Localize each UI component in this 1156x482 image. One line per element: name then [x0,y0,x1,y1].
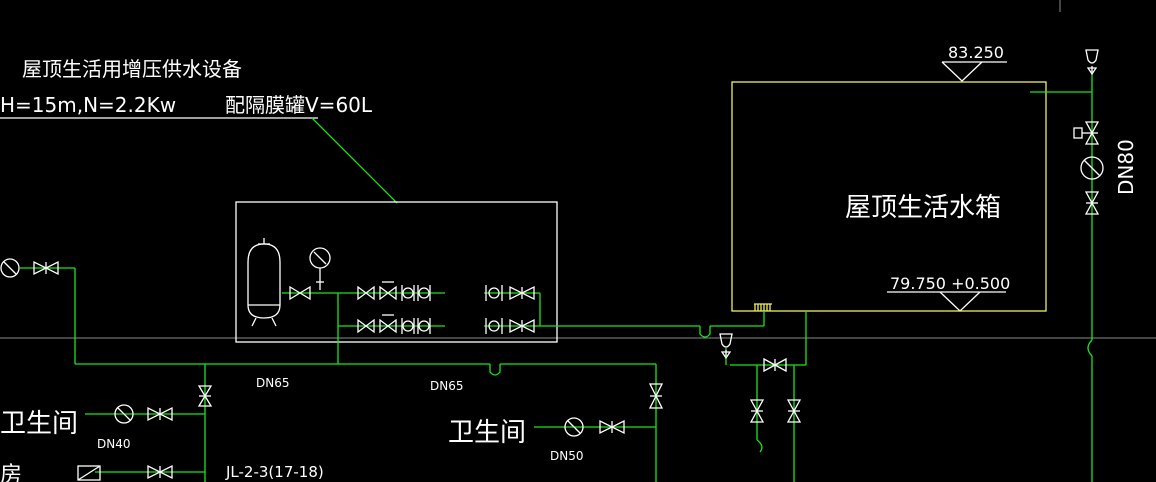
elevation-bottom: 79.750 +0.500 [890,274,1010,293]
gate-valve-icon [357,285,375,301]
elevation-marker-top [941,61,1007,82]
gate-valve-icon [749,399,765,423]
gate-valve-icon [197,385,213,407]
equipment-piping [282,292,541,327]
gate-valve-icon [786,399,802,423]
pipe-end-icon [756,439,763,453]
check-valve-icon [77,465,101,481]
booster-equipment-box [235,201,558,343]
toilet-label-mid: 卫生间 [448,418,526,448]
air-vent-icon [1085,49,1099,76]
main-piping [20,70,1093,482]
water-meter-icon [114,404,134,424]
check-valve-icon [379,314,397,334]
gate-valve-icon [763,357,787,373]
elevation-top: 83.250 [948,43,1004,62]
gate-valve-icon [509,285,535,301]
pump-flange-icon [401,318,415,334]
pump-flange-icon [417,285,431,301]
tank-outlet-grille [754,303,772,311]
pressure-gauge-icon [309,247,331,290]
crossover-icon [699,326,711,338]
riser-id-label: JL-2-3(17-18) [225,463,324,481]
equipment-title: 屋顶生活用增压供水设备 [22,57,242,81]
water-meter-icon [1080,156,1104,180]
dn50-label: DN50 [550,449,584,463]
dn65-label-left: DN65 [256,376,290,390]
diaphragm-tank-icon [247,238,281,327]
gate-valve-icon [599,419,625,435]
gate-valve-icon [648,383,664,409]
check-valve-icon [379,281,397,301]
gate-valve-icon [33,260,59,276]
gate-valve-icon [1084,191,1100,215]
gate-valve-icon [147,464,173,480]
dn40-label: DN40 [97,437,131,451]
gate-valve-icon [147,406,173,422]
elevation-marker-bottom [887,291,1006,312]
partial-label: 房 [0,463,22,482]
crossover-icon [489,364,501,376]
water-tank-name: 屋顶生活水箱 [845,193,1001,223]
riser-dn-label: DN80 [1114,139,1138,195]
gate-valve-icon [509,318,535,334]
pump-spec: H=15m,N=2.2Kw [0,93,176,117]
toilet-label-left: 卫生间 [0,409,78,439]
tank-spec: 配隔膜罐V=60L [225,93,373,117]
pump-flange-icon [485,285,503,301]
gate-valve-icon [1073,121,1100,145]
roof-water-tank [731,81,1047,312]
pump-flange-icon [485,318,503,334]
dn65-label-mid: DN65 [430,379,464,393]
vacuum-breaker-icon [719,333,733,360]
water-meter-icon [0,258,20,278]
water-meter-icon [564,417,584,437]
pump-flange-icon [401,285,415,301]
gate-valve-icon [357,318,375,334]
leader-line [311,117,398,204]
gate-valve-icon [289,285,311,301]
crossover-icon [1087,339,1093,357]
pump-flange-icon [417,318,431,334]
